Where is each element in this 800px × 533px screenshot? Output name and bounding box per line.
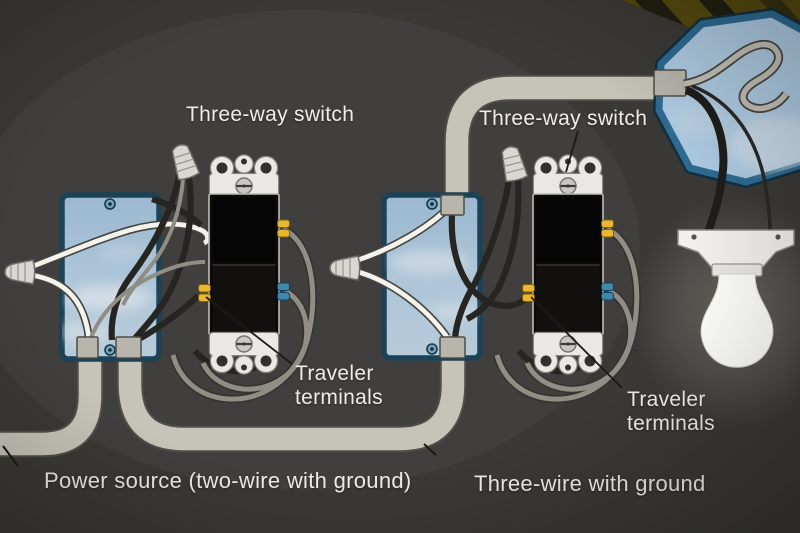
power-source-cable: [0, 352, 104, 458]
cable-clamp: [439, 336, 466, 359]
cable-clamp: [115, 336, 142, 359]
label-three-way-switch-right: Three-way switch: [479, 107, 648, 130]
pointer-traveler-left: [205, 296, 293, 365]
black-wires: [108, 175, 596, 375]
caption-three-wire: Three-wire with ground: [474, 471, 706, 496]
fixture-wire-thin: [691, 84, 772, 231]
cable-clamps: [76, 194, 466, 359]
pointer-lines: [205, 130, 623, 389]
pointer-switch-right: [565, 130, 579, 173]
cable-clamp: [440, 194, 465, 216]
label-three-way-switch-left: Three-way switch: [186, 103, 355, 126]
light-fixture-base: [677, 229, 795, 277]
cable-clamp: [76, 336, 99, 359]
fixture-wire-black: [684, 86, 728, 234]
tick-mark-left: [2, 445, 19, 467]
three-way-switch-right: [521, 154, 615, 375]
tick-mark-right: [423, 443, 437, 456]
cable-clamp-octagon: [653, 69, 687, 97]
caption-power-source: Power source (two-wire with ground): [44, 468, 412, 493]
light-bulb: [700, 273, 774, 368]
three-way-switch-left: [197, 154, 291, 375]
three-wire-cable: [116, 350, 467, 453]
cable-switch2-to-light: [443, 74, 668, 205]
pointer-traveler-right: [530, 296, 623, 389]
